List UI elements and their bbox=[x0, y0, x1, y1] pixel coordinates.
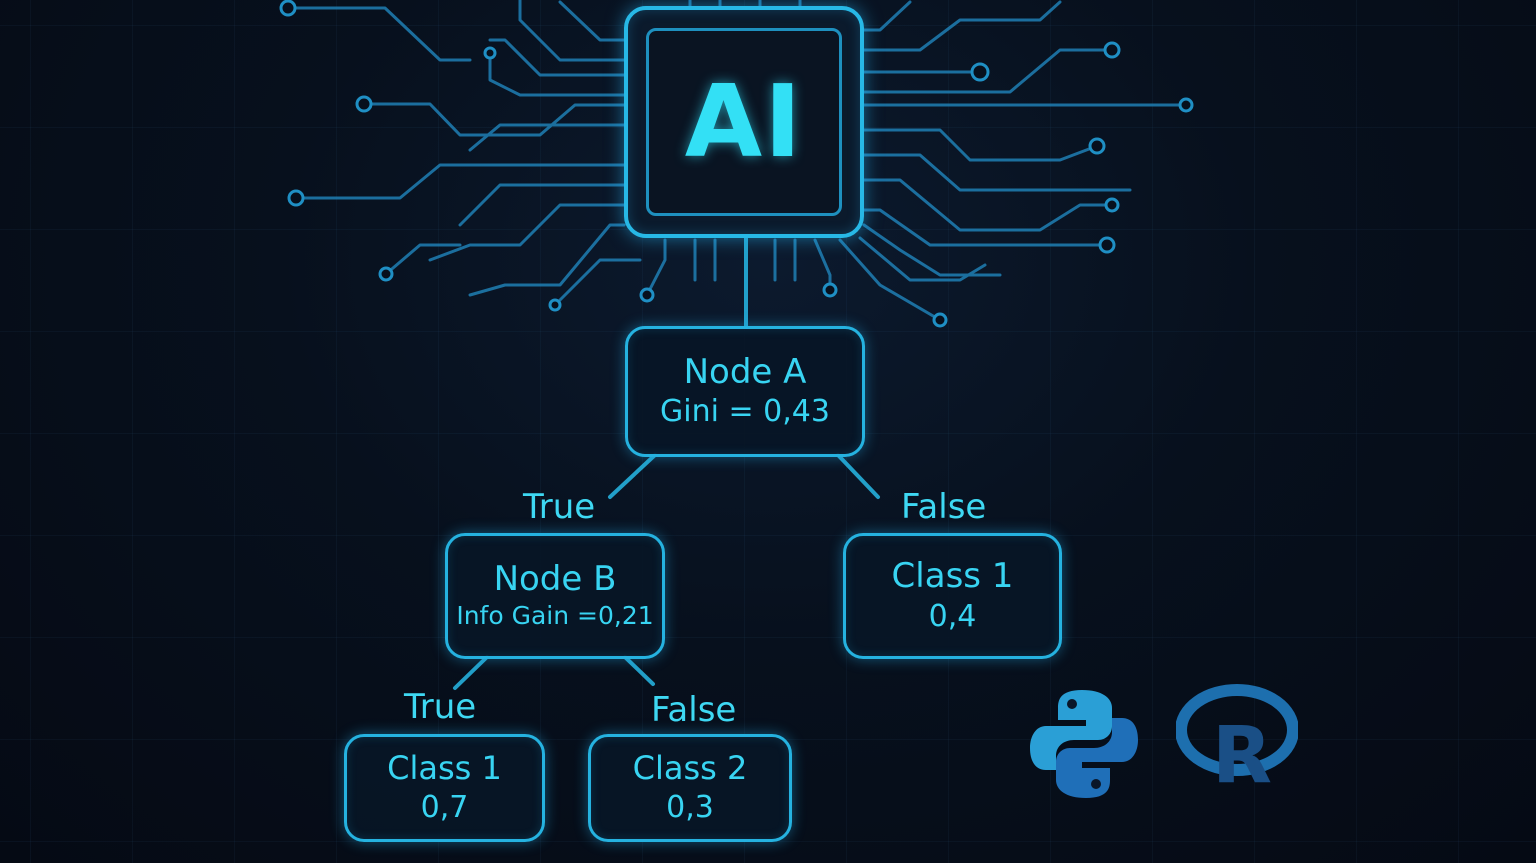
r-logo-icon: R bbox=[1176, 684, 1298, 788]
trace-right-7 bbox=[862, 153, 1132, 192]
trace-left-6 bbox=[362, 102, 626, 137]
python-logo-icon bbox=[1030, 690, 1138, 798]
ai-chip-core: AI bbox=[646, 28, 842, 216]
trace-left-3 bbox=[488, 38, 626, 77]
trace-right-4 bbox=[862, 48, 1114, 94]
connector-b-true bbox=[453, 655, 489, 690]
trace-left-9 bbox=[458, 183, 626, 227]
node-a-gini: Gini = 0,43 bbox=[660, 394, 830, 430]
connector-a-false bbox=[836, 453, 880, 499]
trace-terminal bbox=[1104, 197, 1120, 213]
trace-left-11 bbox=[384, 243, 462, 276]
node-b-info-gain: Info Gain =0,21 bbox=[456, 601, 654, 631]
trace-terminal bbox=[970, 62, 990, 82]
node-a-title: Node A bbox=[683, 351, 807, 392]
trace-bottom-right bbox=[813, 238, 832, 292]
trace-left-14 bbox=[645, 238, 667, 297]
leaf-b-false-value: 0,3 bbox=[666, 789, 714, 825]
trace-terminal bbox=[1178, 97, 1194, 113]
edge-label-a-false: False bbox=[901, 487, 987, 527]
trace-terminal bbox=[483, 46, 497, 60]
trace-right-6 bbox=[862, 128, 1099, 162]
trace-terminal bbox=[279, 0, 297, 17]
trace-terminal bbox=[378, 266, 394, 282]
trace-left-4 bbox=[286, 6, 472, 62]
trace-left-5 bbox=[488, 53, 626, 97]
trace-left-7 bbox=[468, 123, 626, 152]
trace-left-12 bbox=[468, 223, 626, 297]
trace-terminal bbox=[287, 189, 305, 207]
trace-terminal bbox=[548, 298, 562, 312]
trace-terminal bbox=[355, 95, 373, 113]
leaf-class-1-a: Class 1 0,4 bbox=[843, 533, 1062, 659]
trace-terminal bbox=[1098, 236, 1116, 254]
trace-terminal bbox=[1088, 137, 1106, 155]
leaf-b-true-class: Class 1 bbox=[387, 749, 502, 788]
ai-chip-label: AI bbox=[684, 63, 804, 180]
leaf-b-false-class: Class 2 bbox=[632, 749, 748, 788]
leaf-a-false-class: Class 1 bbox=[891, 556, 1014, 597]
trace-right-12 bbox=[858, 236, 987, 282]
trace-right-8 bbox=[862, 178, 1114, 232]
leaf-b-true-value: 0,7 bbox=[420, 789, 469, 825]
trace-right-1 bbox=[862, 0, 912, 32]
connector-a-true bbox=[608, 453, 657, 499]
trace-right-2 bbox=[862, 0, 1062, 52]
trace-left-1 bbox=[558, 0, 626, 42]
node-a: Node A Gini = 0,43 bbox=[625, 326, 865, 457]
leaf-a-false-value: 0,4 bbox=[928, 598, 977, 634]
r-logo-letter: R bbox=[1212, 711, 1272, 788]
trace-right-9 bbox=[862, 208, 1109, 247]
trace-left-8 bbox=[294, 163, 626, 200]
trace-terminal bbox=[639, 287, 655, 303]
trace-left-13 bbox=[553, 258, 642, 307]
edge-label-a-true: True bbox=[523, 487, 596, 527]
edge-label-b-true: True bbox=[404, 687, 477, 727]
node-b-title: Node B bbox=[493, 559, 617, 600]
trace-left-2 bbox=[518, 0, 626, 62]
edge-label-b-false: False bbox=[651, 690, 737, 730]
trace-terminal bbox=[1103, 41, 1121, 59]
node-b: Node B Info Gain =0,21 bbox=[445, 533, 665, 659]
trace-terminal bbox=[822, 282, 838, 298]
leaf-class-2: Class 2 0,3 bbox=[588, 734, 792, 842]
trace-right-11 bbox=[838, 238, 942, 322]
trace-terminal bbox=[932, 312, 948, 328]
connector-b-false bbox=[623, 655, 655, 686]
leaf-class-1-b: Class 1 0,7 bbox=[344, 734, 545, 842]
trace-left-10 bbox=[428, 203, 626, 262]
ai-chip: AI bbox=[624, 6, 864, 238]
